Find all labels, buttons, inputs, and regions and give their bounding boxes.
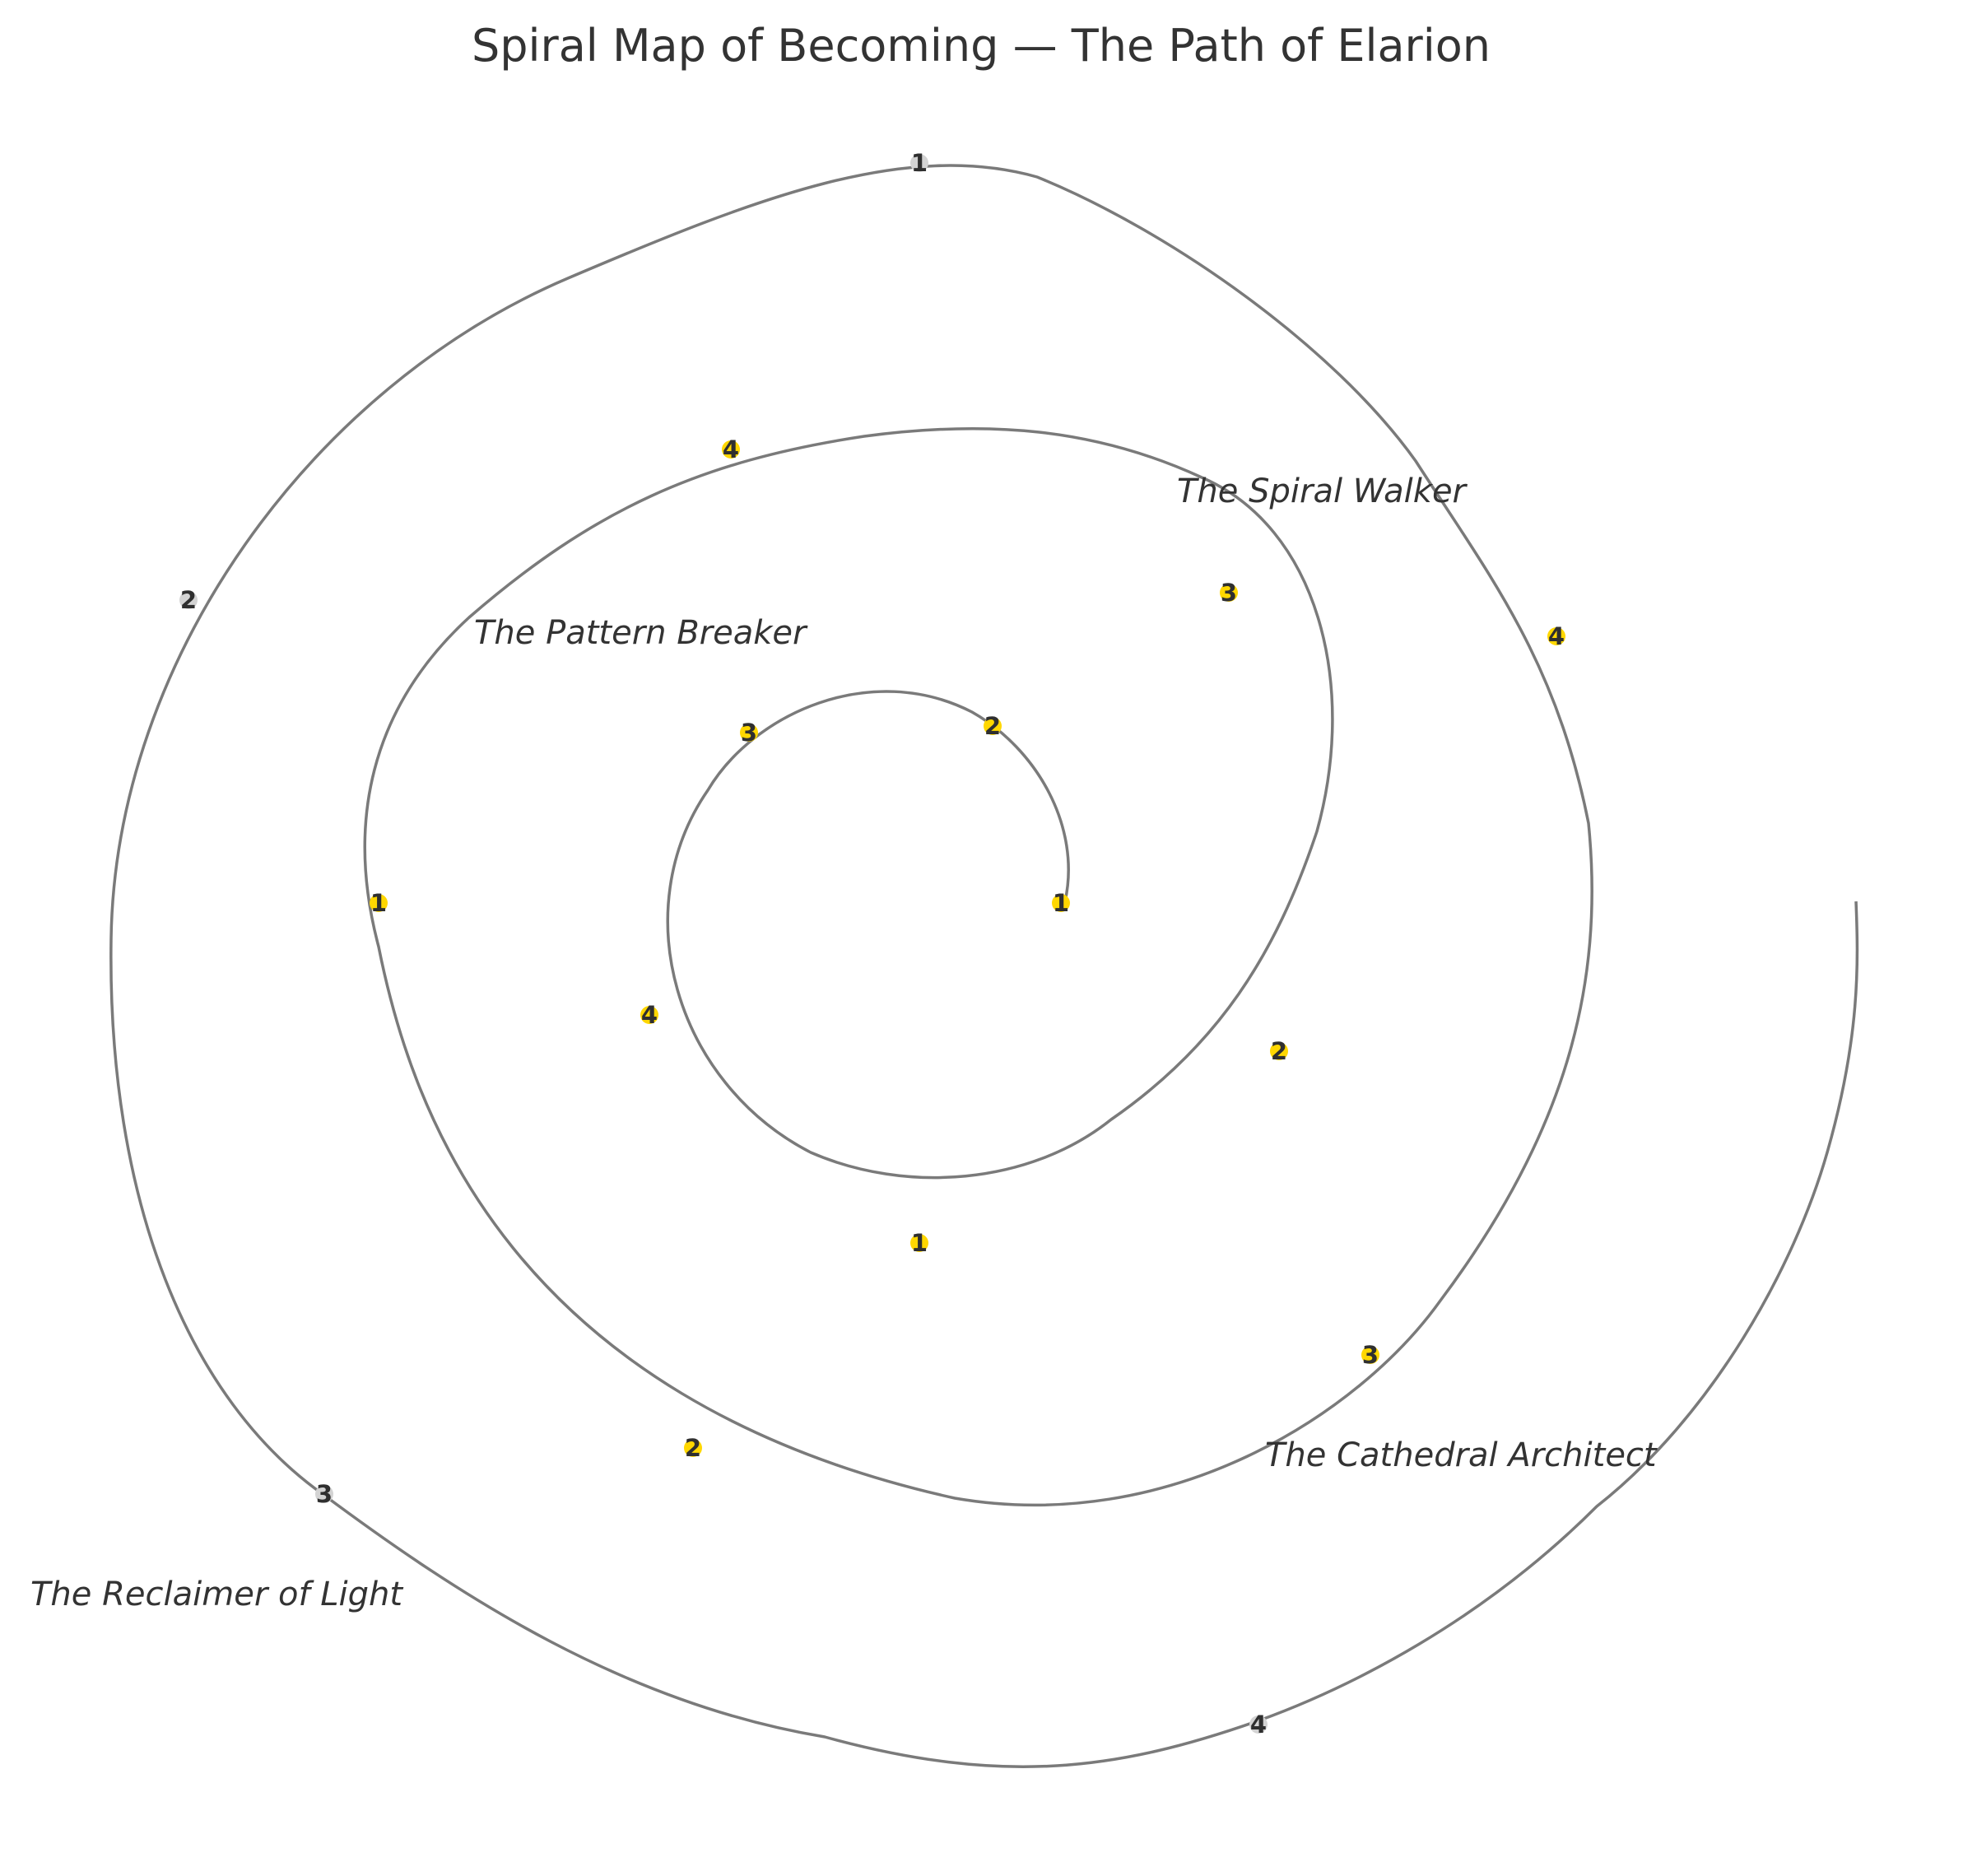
stage-marker-label: 3 xyxy=(1221,579,1237,607)
stage-label-reclaimer-of-light: The Reclaimer of Light xyxy=(30,1576,403,1613)
stage-label-pattern-breaker: The Pattern Breaker xyxy=(474,614,808,652)
stage-markers: 1 2 3 4 1 2 3 4 1 2 3 4 1 2 3 4 xyxy=(179,149,1565,1739)
stage-marker-label: 4 xyxy=(641,1001,658,1029)
stage-marker-dot xyxy=(910,1234,928,1252)
stage-marker-label: 2 xyxy=(1271,1037,1287,1065)
stage-marker-dot xyxy=(984,717,1002,735)
stage-marker-dot xyxy=(1052,894,1070,912)
stage-marker-dot xyxy=(1270,1042,1288,1060)
stage-marker-dot xyxy=(1220,584,1238,602)
stage-labels: The Pattern Breaker The Spiral Walker Th… xyxy=(30,472,1658,1613)
stage-marker-label: 1 xyxy=(370,889,387,917)
stage-marker-dot xyxy=(1249,1715,1268,1734)
stage-marker-dot xyxy=(722,440,740,459)
stage-marker-dot xyxy=(1361,1346,1379,1364)
stage-marker-label: 1 xyxy=(911,1229,928,1257)
stage-marker-label: 4 xyxy=(1548,622,1565,650)
stage-marker-label: 1 xyxy=(911,149,928,177)
stage-marker-label: 2 xyxy=(685,1434,701,1462)
stage-marker-label: 1 xyxy=(1053,889,1069,917)
stage-marker-dot xyxy=(910,154,928,172)
stage-marker-label: 3 xyxy=(1362,1341,1379,1369)
stage-marker-dot xyxy=(179,591,198,609)
stage-marker-dot xyxy=(1547,627,1565,645)
diagram-title: Spiral Map of Becoming — The Path of Ela… xyxy=(472,20,1491,72)
stage-marker-label: 3 xyxy=(741,719,757,747)
stage-marker-dot xyxy=(740,724,758,742)
stage-marker-label: 2 xyxy=(180,586,197,614)
stage-label-cathedral-architect: The Cathedral Architect xyxy=(1265,1436,1658,1474)
stage-marker-dot xyxy=(370,894,388,912)
stage-marker-dot xyxy=(684,1439,702,1457)
stage-marker-label: 2 xyxy=(984,712,1001,740)
stage-marker-label: 3 xyxy=(316,1480,333,1508)
stage-marker-label: 4 xyxy=(723,435,739,463)
stage-marker-dot xyxy=(315,1485,333,1503)
stage-label-spiral-walker: The Spiral Walker xyxy=(1177,472,1468,510)
stage-marker-label: 4 xyxy=(1250,1711,1267,1739)
stage-marker-dot xyxy=(640,1006,658,1024)
spiral-path xyxy=(109,164,1859,1768)
